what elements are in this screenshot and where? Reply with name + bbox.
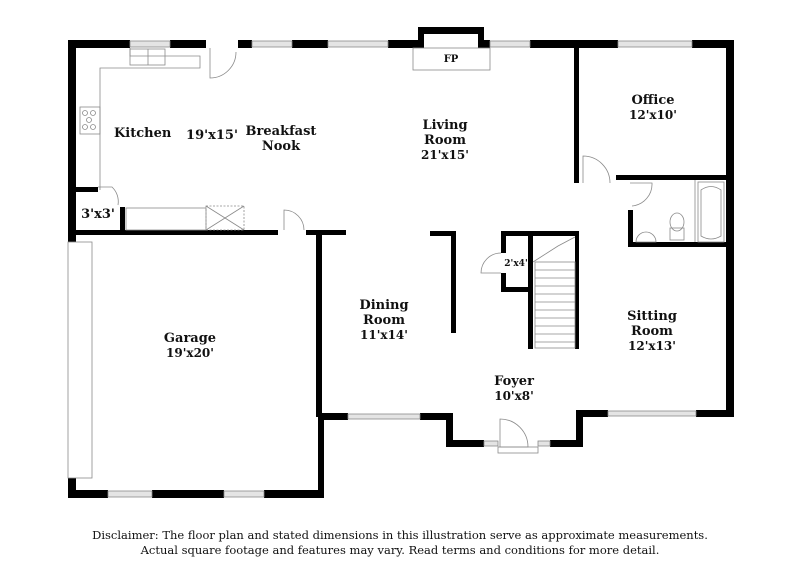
room-name: Kitchen: [114, 126, 172, 141]
room-label-sitting-room: Sitting Room 12'x13': [627, 309, 677, 354]
room-name: Foyer: [494, 374, 534, 389]
room-label-closet-2x4: 2'x4': [504, 257, 527, 272]
room-dimension: 21'x15': [421, 148, 469, 162]
fireplace-label: FP: [444, 52, 459, 67]
room-dimension: 12'x10': [629, 108, 677, 122]
room-name: Garage: [163, 331, 217, 346]
room-label-living-room: Living Room 21'x15': [421, 118, 469, 163]
room-name: Dining Room: [359, 298, 409, 328]
room-name: Sitting Room: [627, 309, 677, 339]
room-label-kitchen: Kitchen: [114, 126, 171, 141]
disclaimer: Disclaimer: The floor plan and stated di…: [0, 528, 800, 558]
room-dimension: 19'x15': [186, 128, 238, 143]
room-name: Living Room: [422, 118, 468, 148]
disclaimer-line-2: Actual square footage and features may v…: [140, 543, 660, 557]
room-label-foyer: Foyer 10'x8': [494, 374, 534, 404]
fixtures: [67, 47, 725, 479]
disclaimer-line-1: Disclaimer: The floor plan and stated di…: [92, 528, 708, 542]
room-dimension: 19'x20': [166, 346, 214, 360]
room-dimension: 2'x4': [504, 259, 528, 269]
room-dimension: 3'x3': [81, 207, 115, 222]
room-dimension: 10'x8': [494, 389, 534, 403]
interior-walls: [76, 46, 728, 349]
room-label-breakfast-nook: Breakfast Nook: [246, 124, 317, 154]
room-label-closet-3x3: 3'x3': [81, 207, 115, 222]
room-label-office: Office 12'x10': [629, 93, 677, 123]
room-dimension: 12'x13': [628, 339, 676, 353]
room-dimension-kitchen: 19'x15': [186, 128, 238, 143]
room-label-garage: Garage 19'x20': [164, 331, 216, 361]
fireplace-text: FP: [443, 54, 459, 65]
room-dimension: 11'x14': [360, 328, 408, 342]
windows: [107, 40, 697, 498]
exterior-walls: [68, 27, 734, 498]
room-name: Office: [631, 93, 675, 108]
room-name: Breakfast Nook: [245, 124, 317, 154]
room-label-dining-room: Dining Room 11'x14': [359, 298, 408, 343]
